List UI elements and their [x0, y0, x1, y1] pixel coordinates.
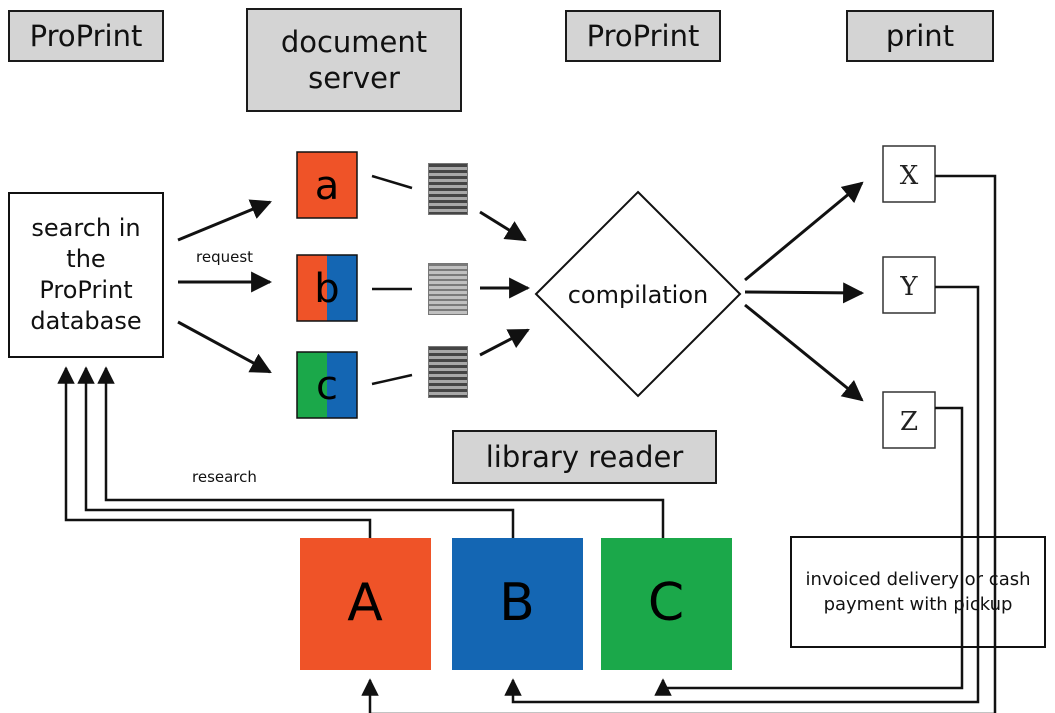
search-database-box: search in the ProPrint database: [8, 192, 164, 358]
link-c: [371, 373, 413, 386]
printer-z: Z: [882, 391, 936, 449]
tile-label: a: [315, 163, 340, 209]
request-label: request: [196, 248, 254, 266]
reader-fill: [300, 538, 431, 670]
arrow-to-a: [177, 199, 272, 242]
research-from-b: [77, 366, 515, 538]
print-arrows: [744, 181, 865, 402]
header-label: print: [885, 19, 955, 53]
tile-fill: [327, 255, 357, 321]
reader-fill: [452, 538, 583, 670]
compilation-diamond: compilation: [534, 190, 742, 398]
header-document-server: document server: [246, 8, 462, 112]
delivery-from-y: [504, 285, 980, 704]
research-lines: [57, 366, 665, 538]
tile-document-links: [371, 174, 413, 386]
tile-label: c: [316, 363, 338, 409]
header-label: ProPrint: [29, 19, 143, 53]
printer-label: Y: [899, 272, 918, 302]
header-label: library reader: [485, 440, 684, 474]
reader-a: A: [300, 538, 431, 670]
compilation-arrows: [479, 210, 531, 357]
request-arrows: [177, 199, 273, 374]
delivery-from-z: [654, 406, 964, 696]
header-library-reader: library reader: [452, 430, 717, 484]
reader-label: C: [648, 573, 684, 633]
printer-y: Y: [882, 256, 936, 314]
reader-fill: [601, 538, 732, 670]
compilation-label: compilation: [568, 281, 709, 309]
reader-b: B: [452, 538, 583, 670]
delivery-label: invoiced delivery or cash payment with p…: [805, 569, 1031, 615]
tile-label: b: [314, 266, 339, 312]
document-tile-b: b: [296, 254, 358, 322]
printer-label: Z: [900, 407, 918, 437]
reader-label: B: [499, 573, 535, 633]
header-label: document server: [280, 25, 428, 95]
header-print: print: [846, 10, 994, 62]
arrow-to-x: [744, 181, 864, 282]
delivery-from-x: [361, 174, 997, 713]
header-label: ProPrint: [586, 19, 700, 53]
tile-fill: [297, 152, 357, 218]
printer-x: X: [882, 145, 936, 203]
arrow-to-y: [744, 282, 865, 304]
document-icon: [428, 263, 468, 315]
document-icon: [428, 163, 468, 215]
search-box-label: search in the ProPrint database: [30, 214, 142, 335]
research-from-a: [57, 366, 372, 538]
reader-c: C: [601, 538, 732, 670]
arrow-doc-c: [479, 328, 530, 357]
printer-label: X: [900, 161, 919, 191]
header-proprint-compilation: ProPrint: [565, 10, 721, 62]
document-tile-c: c: [296, 351, 358, 419]
delivery-lines: [361, 174, 997, 713]
document-tile-a: a: [296, 151, 358, 219]
research-from-c: [97, 366, 665, 538]
tile-fill: [297, 255, 327, 321]
arrow-doc-a: [479, 210, 527, 242]
tile-fill: [327, 352, 357, 418]
delivery-payment-box: invoiced delivery or cash payment with p…: [790, 536, 1046, 648]
arrow-to-c: [177, 320, 272, 374]
tile-fill: [297, 352, 327, 418]
header-proprint-search: ProPrint: [8, 10, 164, 62]
link-a: [371, 174, 413, 190]
research-label: research: [192, 468, 257, 486]
arrow-to-z: [744, 303, 864, 402]
reader-label: A: [347, 573, 383, 633]
document-icon: [428, 346, 468, 398]
